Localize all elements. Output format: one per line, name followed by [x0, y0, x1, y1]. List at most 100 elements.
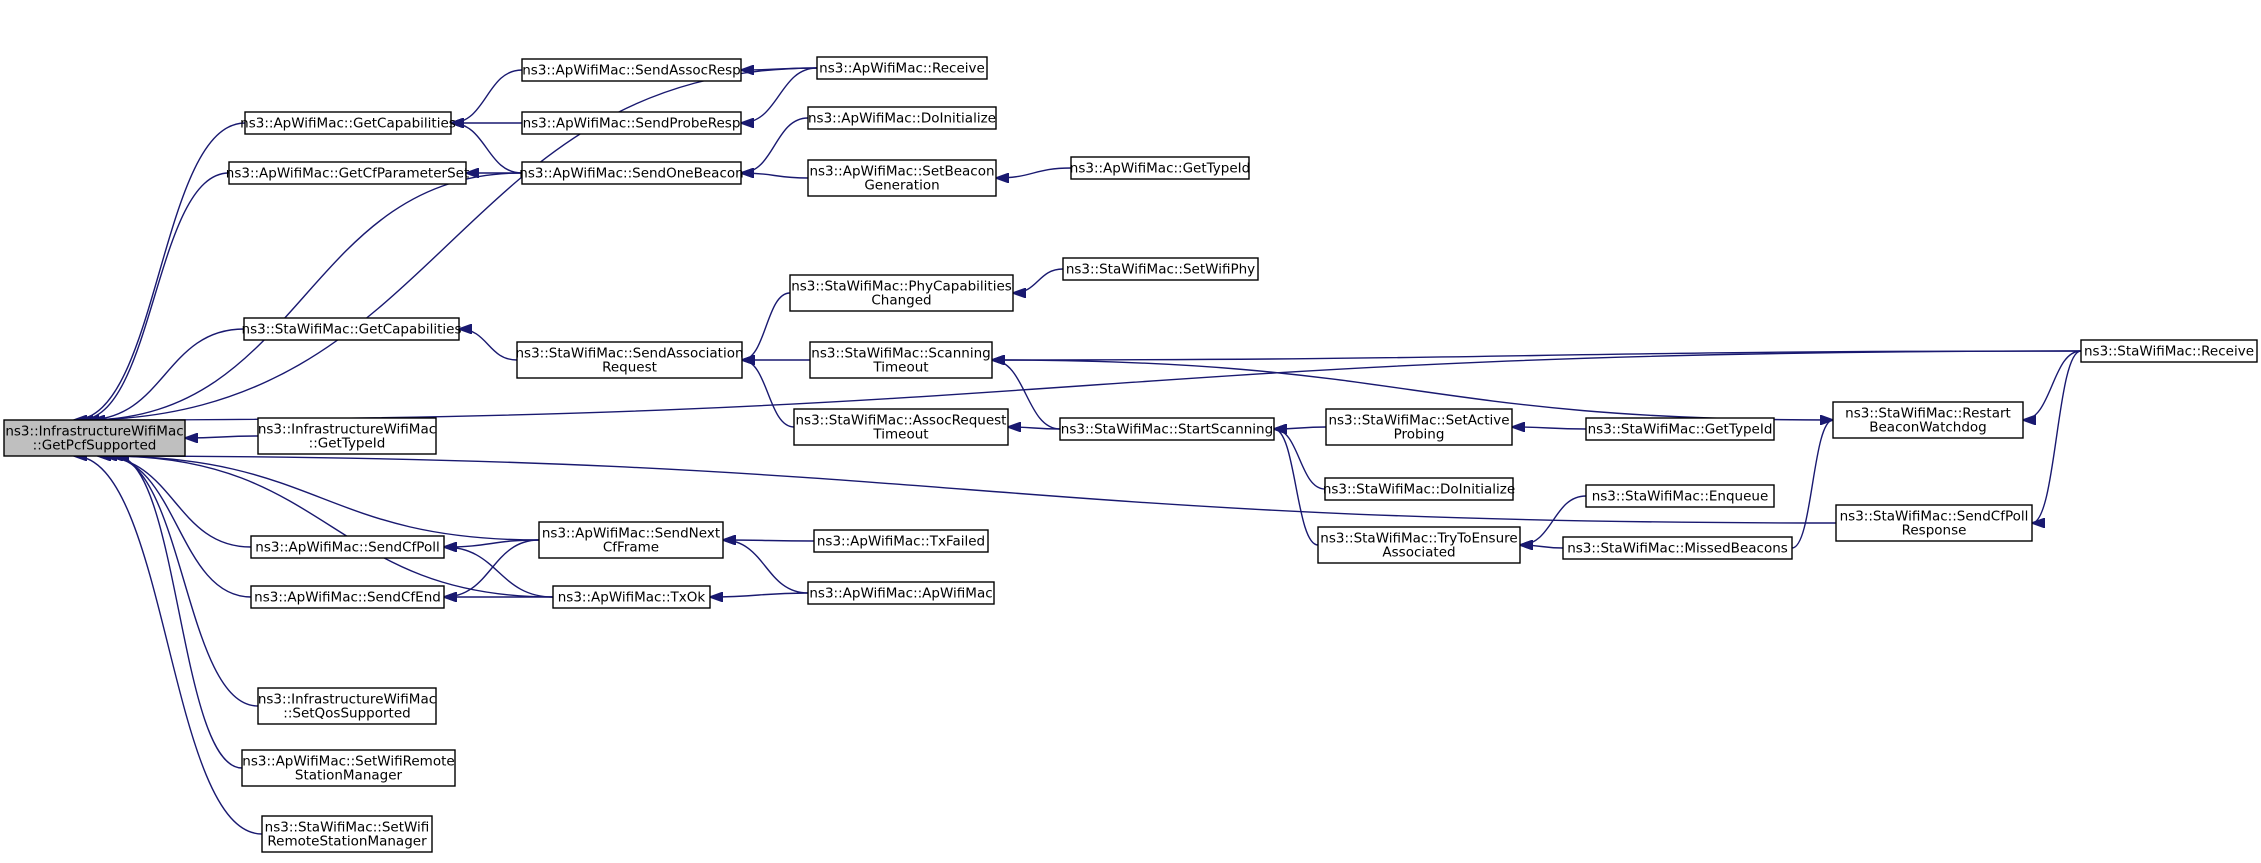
node-label: StationManager [295, 768, 403, 784]
node-aprecv[interactable]: ns3::ApWifiMac::Receive [816, 56, 988, 80]
edge-stadoi-to-stass [1274, 429, 1326, 490]
edge-line [1791, 420, 1833, 549]
edge-apdoi-to-apsob [741, 117, 809, 173]
node-label: Generation [864, 178, 939, 194]
edge-starecv-to-root [92, 350, 2082, 420]
node-box [241, 749, 456, 787]
edge-line [1520, 545, 1564, 548]
node-label: ::GetPcfSupported [33, 438, 157, 454]
edge-line [104, 456, 252, 598]
edge-apsob-to-apgc [451, 123, 523, 174]
node-apsob[interactable]: ns3::ApWifiMac::SendOneBeacon [519, 161, 744, 185]
edge-line [2023, 350, 2082, 420]
node-box [257, 687, 437, 725]
edge-apscp-to-root [98, 456, 252, 548]
node-stamb[interactable]: ns3::StaWifiMac::MissedBeacons [1562, 536, 1793, 560]
node-stagc[interactable]: ns3::StaWifiMac::GetCapabilities [242, 317, 462, 341]
edge-line [185, 436, 259, 438]
node-label: ::GetTypeId [309, 436, 386, 452]
edge-apsbg-to-apsob [741, 173, 809, 179]
node-apdoi[interactable]: ns3::ApWifiMac::DoInitialize [807, 106, 997, 130]
node-label: ns3::StaWifiMac::Receive [2084, 344, 2254, 360]
edge-apctor-to-aptxok [710, 593, 809, 597]
node-box [1835, 504, 2033, 542]
node-infti[interactable]: ns3::InfrastructureWifiMac::GetTypeId [257, 417, 437, 455]
edge-line [444, 539, 540, 597]
node-apgcf[interactable]: ns3::ApWifiMac::GetCfParameterSet [226, 161, 469, 185]
node-label: ns3::ApWifiMac::DoInitialize [808, 111, 996, 127]
node-apgc[interactable]: ns3::ApWifiMac::GetCapabilities [240, 111, 456, 135]
node-staswr[interactable]: ns3::StaWifiMac::SetWifiRemoteStationMan… [261, 815, 433, 853]
node-label: ns3::InfrastructureWifiMac [5, 424, 183, 440]
node-aptxok[interactable]: ns3::ApWifiMac::TxOk [552, 585, 711, 609]
node-starecv[interactable]: ns3::StaWifiMac::Receive [2080, 339, 2258, 363]
node-root[interactable]: ns3::InfrastructureWifiMac::GetPcfSuppor… [3, 419, 186, 457]
node-apctor[interactable]: ns3::ApWifiMac::ApWifiMac [807, 581, 995, 605]
node-apgti[interactable]: ns3::ApWifiMac::GetTypeId [1070, 156, 1250, 180]
node-label: ns3::StaWifiMac::SendCfPoll [1840, 509, 2029, 525]
node-staswp[interactable]: ns3::StaWifiMac::SetWifiPhy [1062, 257, 1259, 281]
edge-apgc-to-root [74, 122, 246, 420]
edge-apgti-to-apsbg [996, 167, 1072, 178]
node-box [1317, 526, 1521, 564]
edge-line [74, 456, 263, 835]
node-apswr[interactable]: ns3::ApWifiMac::SetWifiRemoteStationMana… [241, 749, 456, 787]
node-stass[interactable]: ns3::StaWifiMac::StartScanning [1059, 417, 1275, 441]
node-label: ::SetQosSupported [283, 706, 410, 722]
edge-aptxok-to-root [110, 456, 554, 598]
node-box [552, 585, 711, 609]
node-infqs[interactable]: ns3::InfrastructureWifiMac::SetQosSuppor… [257, 687, 437, 725]
node-box [538, 521, 724, 559]
node-apscp[interactable]: ns3::ApWifiMac::SendCfPoll [250, 535, 445, 559]
node-box [261, 815, 433, 853]
node-box [807, 581, 995, 605]
edge-line [1013, 268, 1064, 293]
edge-line [741, 68, 818, 70]
node-label: ns3::ApWifiMac::ApWifiMac [809, 586, 992, 602]
edge-apsce-to-root [104, 456, 252, 598]
node-apspr[interactable]: ns3::ApWifiMac::SendProbeResp [521, 111, 742, 135]
node-box [793, 408, 1009, 446]
node-label: RemoteStationManager [267, 834, 427, 850]
edge-line [741, 117, 809, 173]
edge-line [98, 456, 252, 548]
node-apsar[interactable]: ns3::ApWifiMac::SendAssocResp [521, 58, 742, 82]
node-aptxf[interactable]: ns3::ApWifiMac::TxFailed [813, 529, 989, 553]
edge-line [86, 172, 523, 420]
node-label: ns3::ApWifiMac::GetTypeId [1070, 161, 1250, 177]
edge-apswr-to-root [116, 456, 243, 769]
node-label: ns3::StaWifiMac::SetActive [1328, 413, 1509, 429]
node-box [1832, 401, 2024, 439]
node-box [1585, 484, 1775, 508]
edge-apsnc-to-apscp [444, 539, 540, 547]
node-box [1562, 536, 1793, 560]
edge-apsob-to-root [86, 172, 523, 420]
edge-line [742, 292, 791, 360]
node-apsce[interactable]: ns3::ApWifiMac::SendCfEnd [250, 585, 445, 609]
node-label: ns3::StaWifiMac::SendAssociation [515, 346, 743, 362]
node-label: ns3::ApWifiMac::GetCapabilities [240, 116, 456, 132]
edge-line [451, 123, 523, 174]
node-box [1325, 408, 1513, 446]
edge-line [992, 360, 1834, 421]
node-box [1070, 156, 1250, 180]
node-box [2080, 339, 2258, 363]
node-stagti[interactable]: ns3::StaWifiMac::GetTypeId [1585, 417, 1775, 441]
edge-starecv-to-stascpr [2032, 350, 2082, 523]
node-label: ns3::ApWifiMac::SetBeacon [809, 164, 994, 180]
edge-line [1274, 427, 1327, 429]
node-box [521, 161, 742, 185]
node-staenq[interactable]: ns3::StaWifiMac::Enqueue [1585, 484, 1775, 508]
node-stadoi[interactable]: ns3::StaWifiMac::DoInitialize [1323, 477, 1515, 501]
edge-starecv-to-starbw [2023, 350, 2082, 420]
